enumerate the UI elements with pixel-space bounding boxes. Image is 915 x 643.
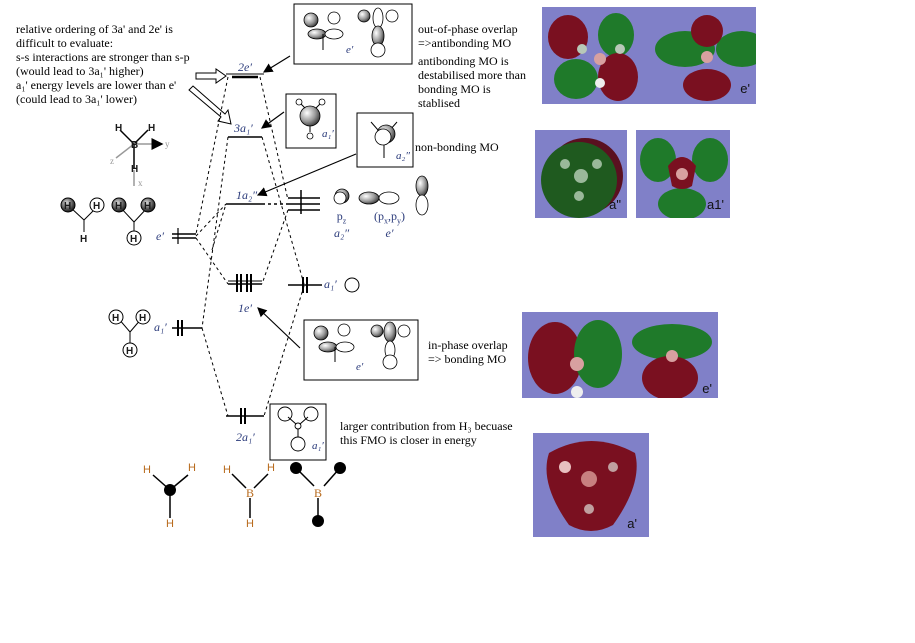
ordering-note-line: difficult to evaluate: <box>16 36 114 50</box>
box-bonding-e <box>303 319 419 381</box>
svg-text:H: H <box>126 346 133 357</box>
level-label-2a1: 2a₁′ <box>236 430 255 444</box>
mo-image-label: a' <box>627 516 637 531</box>
note-line: destabilised more than <box>418 68 526 82</box>
svg-text:H: H <box>64 201 71 212</box>
destabilised-note: antibonding MO is destabilised more than… <box>418 54 526 110</box>
svg-text:H: H <box>80 234 87 245</box>
axis-y-label: y <box>165 139 170 149</box>
electrons-1e <box>236 274 252 292</box>
larger-contribution-note: larger contribution from H₃ becuase this… <box>340 419 513 447</box>
h3-a1-orbital: H H H <box>108 309 151 358</box>
svg-text:H: H <box>246 518 254 530</box>
svg-text:H: H <box>130 234 137 245</box>
svg-text:H: H <box>188 462 196 474</box>
box-antibonding-e-label: e′ <box>346 44 354 56</box>
atom-h: H <box>115 123 122 134</box>
svg-text:H: H <box>139 313 146 324</box>
mo-image-label: e' <box>702 381 712 396</box>
svg-text:H: H <box>143 464 151 476</box>
note-line: stablised <box>418 96 460 110</box>
svg-text:H: H <box>166 518 174 530</box>
box-a1-label: a₁′ <box>322 128 334 140</box>
note-line: bonding MO is <box>418 82 491 96</box>
atom-h: H <box>131 164 138 175</box>
mo-image-bonding-e: e' <box>522 312 718 398</box>
bh3-molecule: H H B H <box>223 462 275 530</box>
ordering-note-line: s-s interactions are stronger than s-p <box>16 50 190 64</box>
ordering-note-line: relative ordering of 3a' and 2e' is <box>16 22 173 36</box>
mo-image-label: a1' <box>707 197 724 212</box>
svg-text:B: B <box>314 486 322 500</box>
mo-image-a2: a" <box>535 130 627 218</box>
note-line: in-phase overlap <box>428 338 508 352</box>
b-pxpy-orbital <box>358 175 429 216</box>
svg-text:H: H <box>144 201 151 212</box>
box-low-a1 <box>269 403 327 461</box>
mo-image-label: a" <box>609 197 621 212</box>
ordering-note-line: (could lead to 3a₁' lower) <box>16 92 137 106</box>
level-label-2e: 2e′ <box>238 60 252 74</box>
arrow-to-3a1 <box>261 111 285 129</box>
level-label-1a2: 1a₂″ <box>236 188 258 202</box>
h3-fragment-molecule: H H H <box>143 462 196 530</box>
note-line: =>antibonding MO <box>418 36 512 50</box>
ordering-note-line: a₁' energy levels are lower than e' <box>16 78 177 92</box>
mo-image-antibonding-e: e' <box>542 7 756 104</box>
antibonding-note: out-of-phase overlap =>antibonding MO <box>418 22 518 50</box>
electrons-2a1 <box>240 408 246 424</box>
svg-text:B: B <box>246 486 254 500</box>
note-line: antibonding MO is <box>418 54 509 68</box>
ordering-note: relative ordering of 3a' and 2e' is diff… <box>16 22 190 106</box>
note-line: out-of-phase overlap <box>418 22 518 36</box>
h3-e-orbitals: H H H H H H <box>60 197 156 246</box>
h3-level-a1 <box>172 320 202 336</box>
level-label-3a1: 3a₁′ <box>234 121 253 135</box>
arrow-to-1e <box>257 307 301 349</box>
atom-b: B <box>131 140 138 151</box>
b-pz-orbital <box>333 188 350 205</box>
axes-molecule: H H B H y z x <box>110 123 170 188</box>
note-line: larger contribution from H₃ becuase <box>340 419 513 433</box>
svg-text:H: H <box>223 464 231 476</box>
h3-level-e <box>172 228 196 244</box>
correlation-lines <box>195 76 305 417</box>
box-low-a1-label: a₁′ <box>312 440 324 452</box>
box-a2 <box>356 112 414 168</box>
level-label-1e: 1e′ <box>238 301 252 315</box>
svg-text:H: H <box>93 201 100 212</box>
box-a2-label: a₂″ <box>396 150 410 162</box>
h3-a1-label: a₁′ <box>154 320 167 334</box>
b-s-orbital <box>344 277 360 293</box>
ordering-note-line: (would lead to 3a₁' higher) <box>16 64 144 78</box>
note-line: => bonding MO <box>428 352 507 366</box>
svg-text:H: H <box>115 201 122 212</box>
pxpy-label: (px,py) e′ <box>374 209 405 241</box>
nonbonding-note: non-bonding MO <box>415 140 499 154</box>
arrow-to-2e <box>262 55 291 73</box>
box-antibonding-e <box>293 3 413 65</box>
axis-z-label: z <box>110 156 114 166</box>
h3-e-label: e′ <box>156 229 164 243</box>
b-a1-label: a₁′ <box>324 277 337 291</box>
box-bonding-e-label: e′ <box>356 361 364 373</box>
bonding-note: in-phase overlap => bonding MO <box>428 338 508 366</box>
b-level-p <box>288 190 320 214</box>
atom-h: H <box>148 123 155 134</box>
svg-text:H: H <box>267 462 275 474</box>
pz-label: pz a₂″ <box>334 209 350 241</box>
hollow-arrow-2e <box>195 68 227 84</box>
svg-text:H: H <box>112 313 119 324</box>
box-a1 <box>285 93 337 149</box>
mo-image-a1: a1' <box>636 130 730 218</box>
arrow-to-1a2 <box>256 153 357 197</box>
b-level-s <box>288 277 322 293</box>
note-line: this FMO is closer in energy <box>340 433 477 447</box>
mo-image-a1-lowest: a' <box>533 433 649 537</box>
b-fragment-molecule: B <box>290 462 346 527</box>
hollow-arrow-3a1 <box>188 85 232 125</box>
axis-x-label: x <box>138 178 143 188</box>
mo-image-label: e' <box>740 81 750 96</box>
